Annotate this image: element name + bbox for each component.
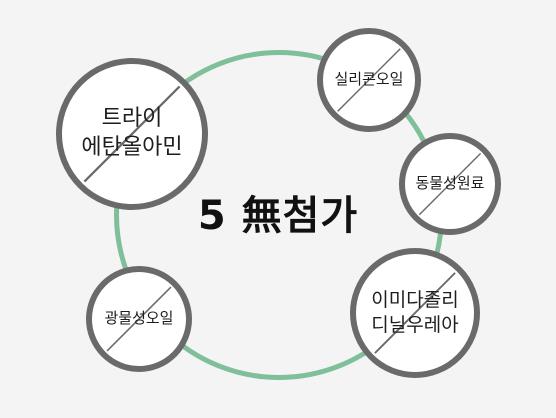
badge-label-line: 실리콘오일 (334, 70, 404, 89)
badge-animal-ingredients: 동물성원료 (399, 133, 501, 235)
prohibition-slash-icon (337, 48, 401, 112)
badge-label-line: 광물성오일 (104, 309, 174, 328)
badge-label: 트라이 에탄올아민 (81, 105, 182, 162)
badge-label: 동물성원료 (415, 174, 484, 194)
badge-triethanolamine: 트라이 에탄올아민 (56, 58, 208, 210)
badge-label-line: 디닐우레아 (371, 314, 459, 336)
prohibition-slash-icon (83, 85, 181, 183)
badge-label: 광물성오일 (104, 309, 173, 329)
prohibition-slash-icon (374, 272, 456, 354)
badge-label-line: 에탄올아민 (81, 135, 183, 160)
badge-label: 이미다졸리 디닐우레아 (371, 288, 458, 337)
badge-label-line: 동물성원료 (415, 174, 485, 193)
badge-label: 실리콘오일 (334, 70, 403, 90)
badge-label-line: 트라이 (101, 106, 163, 132)
badge-mineral-oil: 광물성오일 (86, 266, 192, 372)
badge-silicone-oil: 실리콘오일 (317, 28, 421, 132)
center-title: 5 無첨가 (197, 193, 359, 239)
prohibition-slash-icon (418, 152, 482, 216)
badge-imidazolidinyl-urea: 이미다졸리 디닐우레아 (350, 248, 480, 378)
badge-label-line: 이미다졸리 (371, 289, 459, 312)
prohibition-slash-icon (106, 286, 172, 352)
